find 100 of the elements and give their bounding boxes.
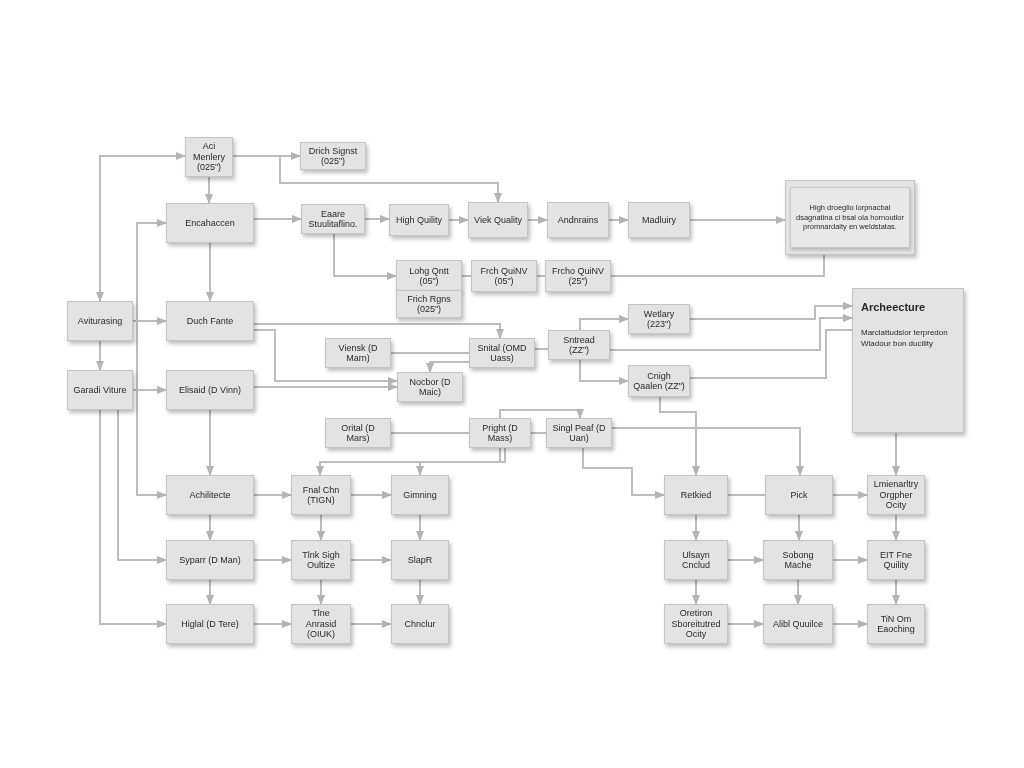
process-box bbox=[325, 338, 391, 368]
arrow bbox=[892, 579, 900, 605]
arrow bbox=[253, 556, 292, 564]
arrow bbox=[316, 447, 501, 476]
arrow bbox=[350, 556, 392, 564]
arrow bbox=[892, 514, 900, 541]
arrow bbox=[832, 491, 868, 499]
arrow bbox=[426, 361, 470, 373]
box-label: Sobong Mache bbox=[781, 549, 815, 571]
arrow bbox=[794, 579, 802, 605]
process-box bbox=[763, 540, 833, 580]
box-label: High Quility bbox=[396, 214, 442, 226]
connector-line bbox=[610, 254, 825, 277]
arrow bbox=[689, 302, 853, 320]
process-box bbox=[291, 540, 351, 580]
box-label: Orital (D Mars) bbox=[340, 422, 376, 444]
arrow bbox=[364, 215, 390, 223]
arrow bbox=[253, 323, 504, 339]
arrow bbox=[205, 176, 213, 204]
connector-line bbox=[534, 348, 549, 350]
arrow bbox=[206, 514, 214, 541]
box-label: Alibl Quuilce bbox=[773, 618, 823, 630]
box-label: Aviturasing bbox=[77, 315, 123, 327]
process-box bbox=[396, 260, 462, 292]
process-box bbox=[867, 540, 925, 580]
box-label: Encahaccen bbox=[185, 217, 235, 229]
arrow bbox=[527, 216, 548, 224]
arrow bbox=[350, 491, 392, 499]
arrow bbox=[132, 386, 167, 394]
process-box bbox=[291, 604, 351, 644]
box-label: SlapR bbox=[407, 554, 433, 566]
process-box bbox=[166, 370, 254, 410]
arrow bbox=[132, 317, 167, 325]
box-label: Sntread (ZZ") bbox=[562, 334, 596, 356]
process-box bbox=[67, 301, 133, 341]
arrow bbox=[117, 409, 167, 564]
process-box bbox=[391, 540, 449, 580]
connector-line bbox=[461, 275, 472, 277]
box-label: Drich Signst (025") bbox=[307, 145, 359, 167]
box-label: Elisaid (D Vinn) bbox=[179, 384, 241, 396]
arrow bbox=[253, 620, 292, 628]
box-label: Chnclur bbox=[404, 618, 436, 630]
process-box bbox=[396, 290, 462, 318]
box-label: Nocbor (D Maic) bbox=[408, 376, 452, 398]
process-box bbox=[763, 604, 833, 644]
connector-line bbox=[390, 432, 470, 434]
box-label: Madluiry bbox=[642, 214, 676, 226]
box-label: Pick bbox=[790, 489, 808, 501]
box-label: Snital (OMD Uass) bbox=[476, 342, 528, 364]
arrow bbox=[832, 556, 868, 564]
box-label: Achilitecte bbox=[189, 489, 231, 501]
arrow bbox=[96, 340, 104, 371]
text-panel bbox=[852, 288, 964, 433]
panel-heading: Archeecture bbox=[861, 301, 926, 315]
process-box bbox=[628, 202, 690, 238]
box-label: Viek Quality bbox=[474, 214, 522, 226]
process-box bbox=[548, 330, 610, 360]
arrow bbox=[795, 514, 803, 541]
box-label: Gimning bbox=[403, 489, 437, 501]
arrow bbox=[609, 314, 853, 351]
process-box bbox=[166, 540, 254, 580]
arrow bbox=[206, 579, 214, 605]
panel-text: Marclattudsior terpredon Wiadour bon ducility bbox=[861, 326, 949, 349]
process-box bbox=[628, 304, 690, 334]
arrow bbox=[692, 579, 700, 605]
arrow bbox=[832, 620, 868, 628]
process-box bbox=[391, 604, 449, 644]
connector-line bbox=[530, 432, 547, 434]
box-label: Oretiron Sboreitutred Ocity bbox=[670, 608, 722, 640]
box-label: Tlnk Sigh Oultize bbox=[301, 549, 341, 571]
arrow bbox=[206, 242, 214, 302]
arrow bbox=[136, 219, 167, 499]
box-label: Frch QuiNV (05") bbox=[479, 265, 529, 287]
arrow bbox=[99, 409, 167, 628]
arrow bbox=[579, 315, 629, 331]
connector-line bbox=[727, 494, 766, 496]
arrow bbox=[317, 514, 325, 541]
arrow bbox=[611, 427, 804, 476]
box-label: Syparr (D Man) bbox=[179, 554, 241, 566]
arrow bbox=[579, 359, 629, 385]
arrow bbox=[253, 491, 292, 499]
connector-line bbox=[390, 352, 470, 354]
process-box bbox=[867, 604, 925, 644]
box-label: Fnal Chn (TIGN) bbox=[301, 484, 341, 506]
process-box bbox=[469, 418, 531, 448]
process-box bbox=[469, 338, 535, 368]
process-box bbox=[664, 475, 728, 515]
process-box bbox=[166, 604, 254, 644]
box-label: TiN Om Eaoching bbox=[876, 613, 916, 635]
arrow bbox=[253, 383, 398, 391]
process-box bbox=[325, 418, 391, 448]
box-label: Tlne Anrasid (OIUK) bbox=[304, 608, 338, 640]
process-box bbox=[301, 204, 365, 234]
process-box bbox=[664, 604, 728, 644]
arrow bbox=[253, 329, 398, 385]
process-box bbox=[291, 475, 351, 515]
box-label: Higlal (D Tere) bbox=[181, 618, 239, 630]
process-box bbox=[397, 372, 463, 402]
process-box bbox=[468, 202, 528, 238]
box-label: Lohg Qntt (05") bbox=[408, 265, 450, 287]
